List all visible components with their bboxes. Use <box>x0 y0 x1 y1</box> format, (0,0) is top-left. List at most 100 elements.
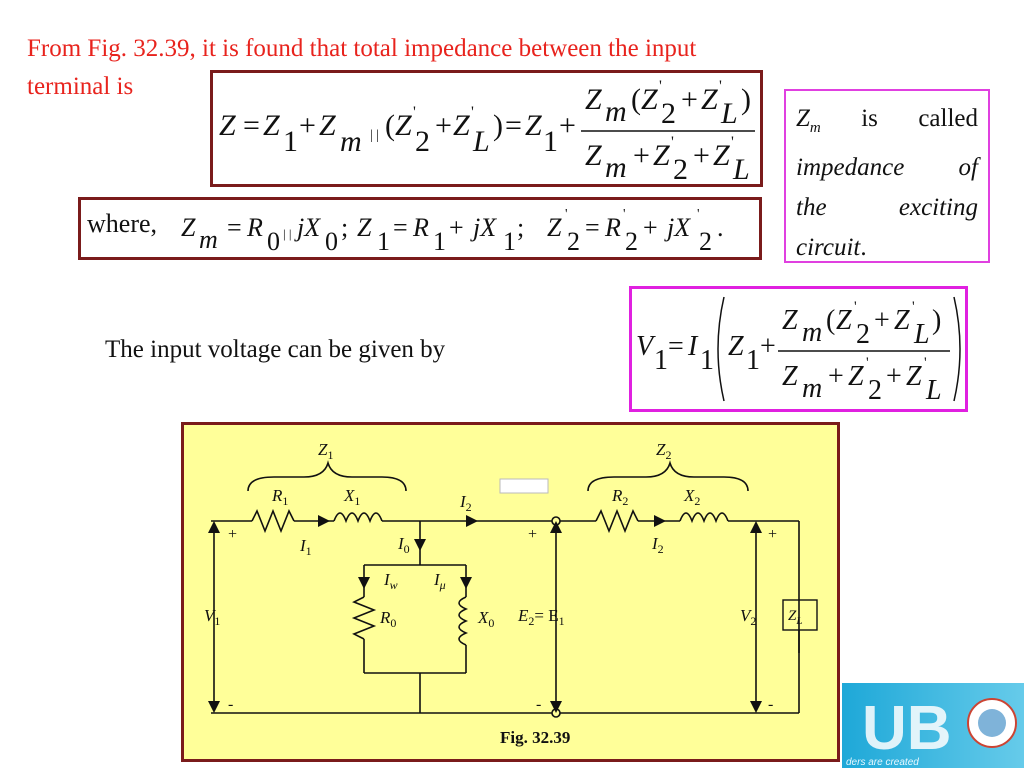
logo-tagline: ders are created <box>846 757 919 768</box>
svg-text:L: L <box>720 97 738 130</box>
label-iw: Iw <box>383 570 398 592</box>
svg-text:Z: Z <box>547 213 562 242</box>
resistor-r0 <box>351 596 377 640</box>
svg-text:jX: jX <box>470 213 497 242</box>
load-impedance-box <box>782 599 818 631</box>
label-zl: ZL <box>788 608 802 627</box>
svg-text:| |: | | <box>370 128 379 143</box>
svg-text:Z: Z <box>894 305 910 336</box>
label-i0: I0 <box>397 534 410 556</box>
impedance-equation-box: Z = Z 1 + Z m | | ( Z ' 2 + Z ' L ) = Z … <box>210 70 763 187</box>
intro-text: From Fig. 32.39, it is found that total … <box>27 30 997 106</box>
svg-text:+: + <box>449 213 464 242</box>
side-note-box: Zm is called impedance of the exciting c… <box>784 89 990 263</box>
svg-text:1: 1 <box>283 125 298 158</box>
svg-text:2: 2 <box>625 227 638 256</box>
svg-text:(: ( <box>826 305 835 336</box>
svg-text:jX: jX <box>664 213 691 242</box>
input-voltage-equation: V 1 = I 1 Z 1 + Z m ( Z ' 2 + Z ' L ) Z … <box>636 296 961 406</box>
intro-line-2: terminal is <box>27 73 134 100</box>
svg-text:+: + <box>760 331 776 362</box>
label-imu: Iμ <box>433 570 446 592</box>
side-note-part4: circuit <box>796 234 861 261</box>
svg-text:': ' <box>697 207 700 222</box>
svg-text:L: L <box>732 153 750 184</box>
svg-text:Z: Z <box>357 213 372 242</box>
side-note-part2: impedance of <box>796 154 978 181</box>
logo-graphic: UB ders are created <box>846 694 1017 768</box>
svg-text:1: 1 <box>543 125 558 158</box>
svg-text:Z: Z <box>641 83 658 116</box>
svg-text:': ' <box>731 134 734 151</box>
input-voltage-equation-box: V 1 = I 1 Z 1 + Z m ( Z ' 2 + Z ' L ) Z … <box>629 286 968 412</box>
label-z1: Z1 <box>318 440 333 462</box>
svg-text:m: m <box>605 151 627 184</box>
svg-text:+: + <box>693 139 710 172</box>
figure-caption: Fig. 32.39 <box>500 728 570 747</box>
svg-text:R: R <box>412 213 429 242</box>
impedance-equation: Z = Z 1 + Z m | | ( Z ' 2 + Z ' L ) = Z … <box>219 78 755 186</box>
label-i2-top: I2 <box>459 492 472 514</box>
svg-text:L: L <box>472 125 490 158</box>
svg-text:+: + <box>633 139 650 172</box>
svg-text:1: 1 <box>377 227 390 256</box>
svg-text:': ' <box>413 104 416 121</box>
svg-text:): ) <box>932 305 941 336</box>
v1-plus-sign: + <box>228 526 237 543</box>
label-r1: R1 <box>271 486 288 508</box>
svg-text:Z: Z <box>395 109 412 142</box>
svg-text:Z: Z <box>525 109 542 142</box>
svg-text:m: m <box>340 125 362 158</box>
svg-text:Z: Z <box>181 213 196 242</box>
svg-text:m: m <box>199 225 218 254</box>
circuit-diagram-frame: Z1 Z2 R1 X1 R2 X2 I2 I2 I1 I0 Iw Iμ R0 X… <box>181 422 840 762</box>
svg-text:Z: Z <box>906 361 922 392</box>
svg-text:Z: Z <box>453 109 470 142</box>
svg-text:1: 1 <box>746 345 760 376</box>
svg-text:0: 0 <box>267 227 280 256</box>
inductor-x1 <box>333 512 383 524</box>
label-i1: I1 <box>299 536 312 558</box>
resistor-r1 <box>251 508 295 534</box>
svg-text:': ' <box>866 355 869 371</box>
label-r2: R2 <box>611 486 628 508</box>
svg-text:=: = <box>393 213 408 242</box>
svg-text:1: 1 <box>433 227 446 256</box>
blank-label-patch <box>499 478 549 494</box>
label-v2: V2 <box>740 606 756 628</box>
svg-text:Z: Z <box>836 305 852 336</box>
svg-text:m: m <box>802 373 822 404</box>
side-note-part3: the exciting <box>796 194 978 221</box>
label-e2-e1: E2= E1 <box>517 606 565 628</box>
equivalent-circuit-diagram: Z1 Z2 R1 X1 R2 X2 I2 I2 I1 I0 Iw Iμ R0 X… <box>204 440 818 747</box>
svg-text:2: 2 <box>661 97 676 130</box>
resistor-r2 <box>595 508 639 534</box>
svg-text:L: L <box>925 375 942 406</box>
svg-text:2: 2 <box>868 375 882 406</box>
where-equation: where, Z m = R 0 | | jX 0 ; Z 1 = R 1 + … <box>87 207 724 256</box>
svg-text:': ' <box>671 134 674 151</box>
svg-text:V: V <box>636 331 656 362</box>
label-r0: R0 <box>379 608 396 630</box>
site-logo: UB ders are created <box>842 683 1024 768</box>
svg-text:Z: Z <box>219 109 236 142</box>
svg-text:': ' <box>565 207 568 222</box>
svg-text:(: ( <box>385 109 395 142</box>
svg-text:): ) <box>741 83 751 116</box>
input-voltage-caption: The input voltage can be given by <box>105 336 446 363</box>
svg-text:': ' <box>659 78 662 95</box>
side-note-part1: is called <box>861 105 979 132</box>
svg-text:.: . <box>717 213 724 242</box>
svg-text:I: I <box>687 331 699 362</box>
svg-text:;: ; <box>341 213 348 242</box>
svg-text:Z: Z <box>653 139 670 172</box>
svg-text:+: + <box>874 305 890 336</box>
label-v1: V1 <box>204 606 220 628</box>
svg-text:Z: Z <box>713 139 730 172</box>
svg-text:R: R <box>604 213 621 242</box>
svg-text:+: + <box>299 109 316 142</box>
v2-minus-sign: - <box>768 696 773 713</box>
v2-plus-sign: + <box>768 526 777 543</box>
label-x2: X2 <box>683 486 700 508</box>
label-i2-bottom: I2 <box>651 534 664 556</box>
